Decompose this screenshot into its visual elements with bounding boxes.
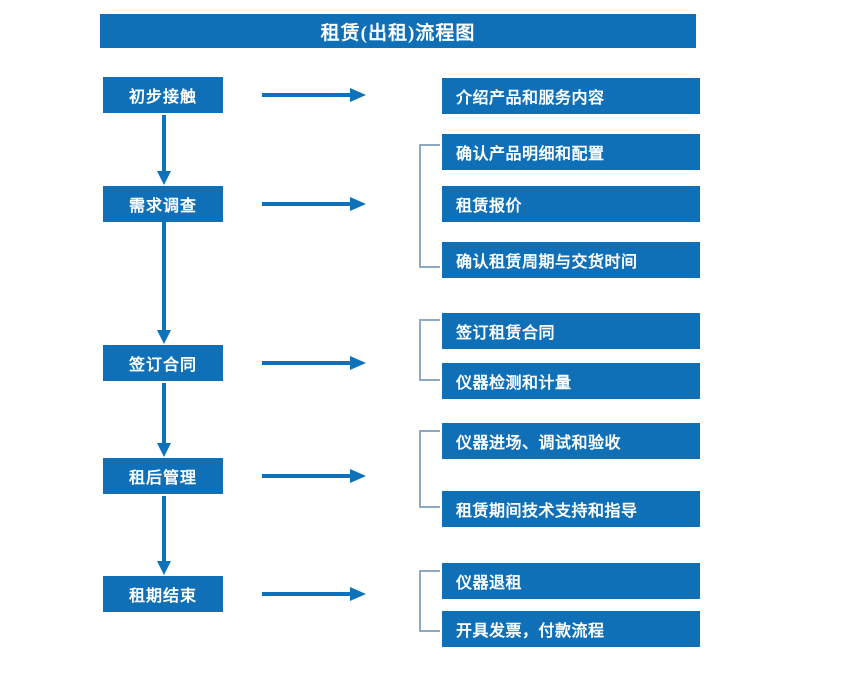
arrow-head-icon: [350, 197, 366, 211]
arrow-head-icon: [157, 171, 171, 185]
group-bracket-requirement-survey: [419, 144, 440, 268]
detail-box-instrument-inspection-metering[interactable]: 仪器检测和计量: [442, 363, 700, 399]
detail-box-instrument-return[interactable]: 仪器退租: [442, 563, 700, 599]
arrow-shaft: [262, 592, 350, 596]
arrow-head-icon: [157, 561, 171, 575]
detail-box-intro-products-services[interactable]: 介绍产品和服务内容: [442, 78, 700, 114]
arrow-head-icon: [350, 356, 366, 370]
arrow-head-icon: [157, 443, 171, 457]
arrow-shaft: [162, 496, 166, 561]
vertical-arrow-1: [157, 115, 171, 185]
horizontal-arrow-1: [262, 88, 366, 102]
stage-box-initial-contact[interactable]: 初步接触: [103, 77, 223, 113]
arrow-shaft: [162, 115, 166, 171]
arrow-shaft: [262, 361, 350, 365]
arrow-head-icon: [350, 469, 366, 483]
group-bracket-lease-end: [419, 570, 440, 632]
arrow-head-icon: [350, 88, 366, 102]
horizontal-arrow-5: [262, 587, 366, 601]
arrow-shaft: [262, 474, 350, 478]
group-bracket-sign-contract: [419, 319, 440, 381]
stage-box-requirement-survey[interactable]: 需求调查: [103, 186, 223, 222]
arrow-shaft: [262, 202, 350, 206]
detail-box-confirm-product-details[interactable]: 确认产品明细和配置: [442, 134, 700, 170]
vertical-arrow-3: [157, 383, 171, 457]
detail-box-invoice-payment-process[interactable]: 开具发票，付款流程: [442, 611, 700, 647]
stage-box-sign-contract[interactable]: 签订合同: [103, 345, 223, 381]
detail-box-sign-lease-contract[interactable]: 签订租赁合同: [442, 313, 700, 349]
arrow-head-icon: [350, 587, 366, 601]
vertical-arrow-2: [157, 222, 171, 344]
stage-box-lease-end[interactable]: 租期结束: [103, 576, 223, 612]
horizontal-arrow-2: [262, 197, 366, 211]
stage-box-post-lease-management[interactable]: 租后管理: [103, 458, 223, 494]
horizontal-arrow-3: [262, 356, 366, 370]
detail-box-instrument-entry-commissioning-acceptance[interactable]: 仪器进场、调试和验收: [442, 423, 700, 459]
detail-box-lease-quotation[interactable]: 租赁报价: [442, 186, 700, 222]
arrow-head-icon: [157, 330, 171, 344]
arrow-shaft: [162, 383, 166, 443]
arrow-shaft: [162, 222, 166, 330]
detail-box-technical-support-guidance[interactable]: 租赁期间技术支持和指导: [442, 491, 700, 527]
vertical-arrow-4: [157, 496, 171, 575]
detail-box-confirm-lease-period-delivery[interactable]: 确认租赁周期与交货时间: [442, 242, 700, 278]
horizontal-arrow-4: [262, 469, 366, 483]
arrow-shaft: [262, 93, 350, 97]
page-title: 租赁(出租)流程图: [100, 14, 696, 48]
group-bracket-post-lease-management: [419, 430, 440, 508]
